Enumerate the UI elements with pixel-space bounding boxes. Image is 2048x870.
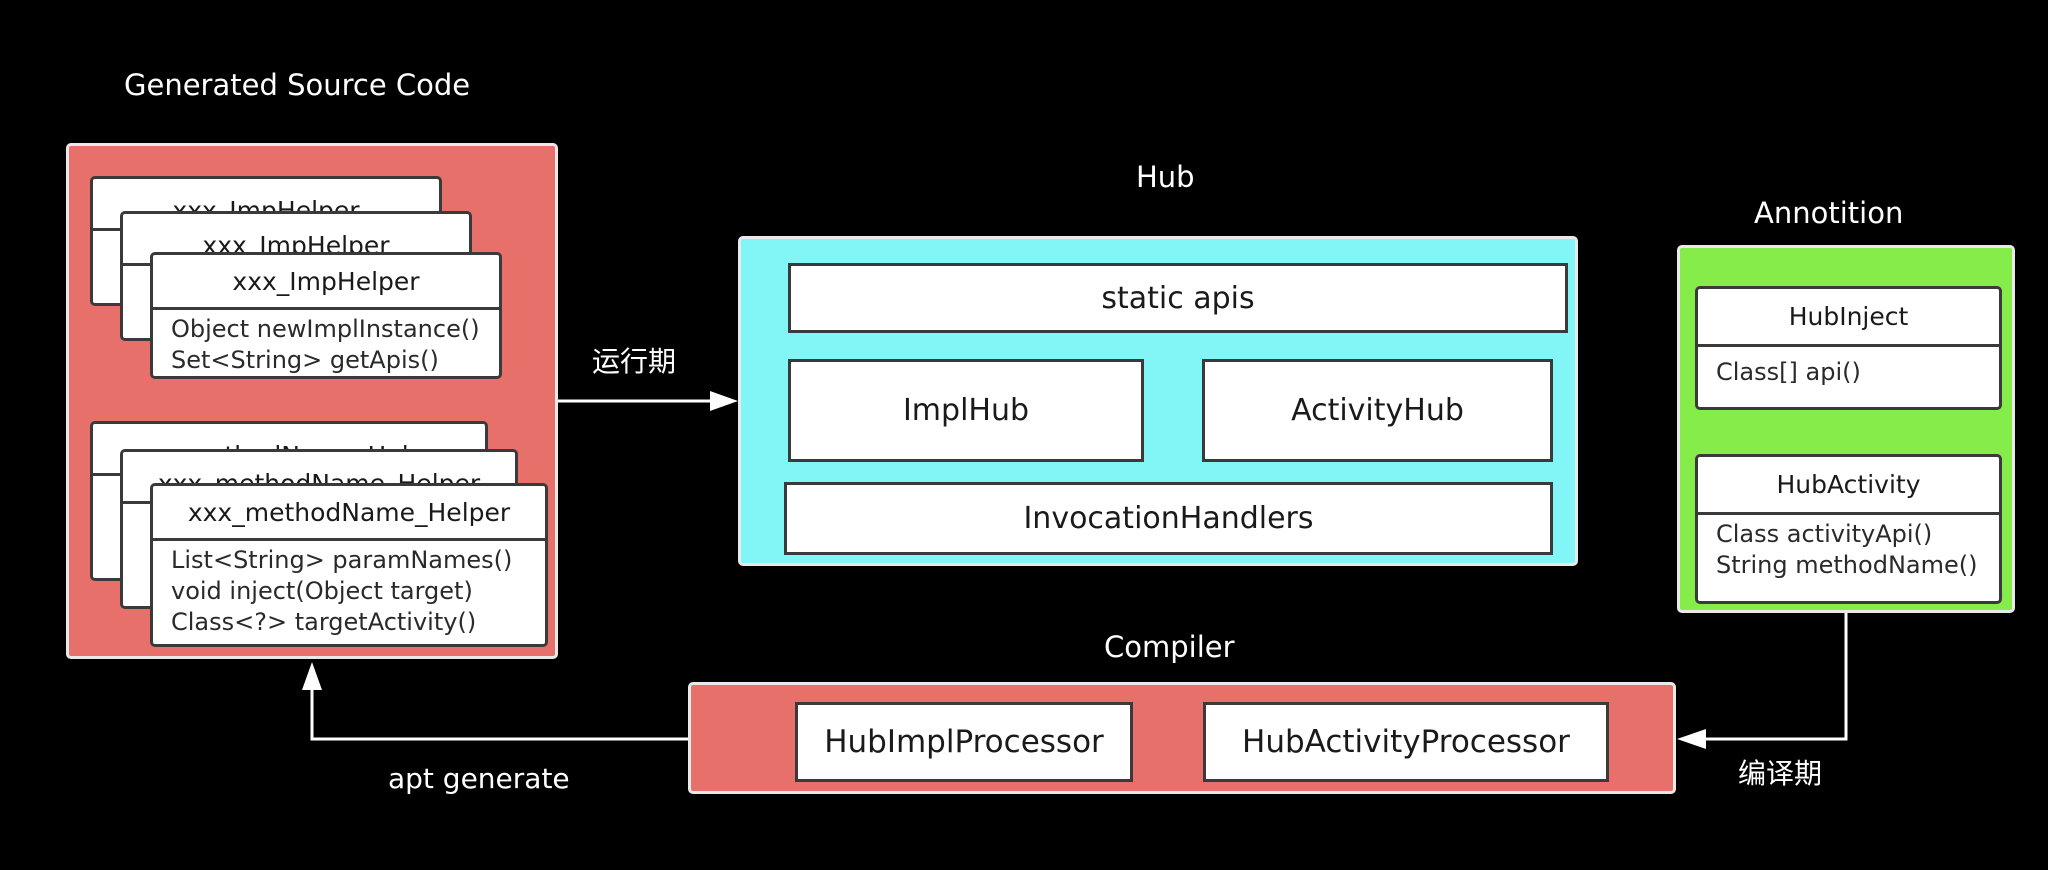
hub-activity-methods: Class activityApi() String methodName(): [1698, 515, 1999, 581]
compile-time-label: 编译期: [1738, 757, 1823, 790]
generated-heading: Generated Source Code: [124, 68, 471, 102]
runtime-arrow-head: [710, 391, 738, 411]
compile-arrow-head: [1677, 729, 1706, 749]
imp-helper-card: xxx_ImpHelper Object newImplInstance() S…: [150, 252, 502, 379]
imp-helper-method: Object newImplInstance(): [171, 315, 480, 343]
hub-heading: Hub: [1136, 160, 1195, 194]
impl-hub-box: ImplHub: [788, 359, 1144, 462]
annotation-panel: HubInject Class[] api() HubActivity Clas…: [1677, 245, 2015, 613]
hub-activity-card: HubActivity Class activityApi() String m…: [1695, 454, 2002, 604]
hub-activity-method: Class activityApi(): [1716, 520, 1933, 548]
hub-panel: static apis ImplHub ActivityHub Invocati…: [738, 236, 1578, 566]
apt-arrow-line: [310, 685, 688, 741]
hub-impl-processor-box: HubImplProcessor: [795, 702, 1133, 782]
apt-generate-label: apt generate: [388, 762, 570, 795]
hub-inject-methods: Class[] api(): [1698, 347, 1999, 388]
method-helper-method: Class<?> targetActivity(): [171, 608, 477, 636]
annotation-heading: Annotition: [1754, 196, 1904, 230]
method-helper-method: void inject(Object target): [171, 577, 473, 605]
invocation-handlers-box: InvocationHandlers: [784, 482, 1553, 555]
compiler-heading: Compiler: [1104, 630, 1235, 664]
generated-source-panel: xxx_ImpHelper xxx_ImpHelper xxx_ImpHelpe…: [66, 143, 558, 659]
runtime-label: 运行期: [592, 345, 677, 378]
method-helper-card: xxx_methodName_Helper List<String> param…: [150, 483, 548, 647]
activity-hub-box: ActivityHub: [1202, 359, 1553, 462]
imp-helper-title: xxx_ImpHelper: [153, 255, 499, 310]
method-helper-methods: List<String> paramNames() void inject(Ob…: [153, 541, 545, 638]
method-helper-method: List<String> paramNames(): [171, 546, 513, 574]
hub-inject-method: Class[] api(): [1716, 358, 1861, 386]
hub-activity-title: HubActivity: [1698, 457, 1999, 515]
method-helper-title: xxx_methodName_Helper: [153, 486, 545, 541]
static-apis-box: static apis: [788, 263, 1568, 333]
hub-inject-title: HubInject: [1698, 289, 1999, 347]
hub-activity-method: String methodName(): [1716, 551, 1978, 579]
compiler-panel: HubImplProcessor HubActivityProcessor: [688, 682, 1676, 794]
hub-inject-card: HubInject Class[] api(): [1695, 286, 2002, 410]
apt-arrow-head: [302, 662, 322, 690]
compile-arrow-line: [1700, 612, 1848, 741]
imp-helper-method: Set<String> getApis(): [171, 346, 439, 374]
imp-helper-methods: Object newImplInstance() Set<String> get…: [153, 310, 499, 376]
hub-activity-processor-box: HubActivityProcessor: [1203, 702, 1609, 782]
